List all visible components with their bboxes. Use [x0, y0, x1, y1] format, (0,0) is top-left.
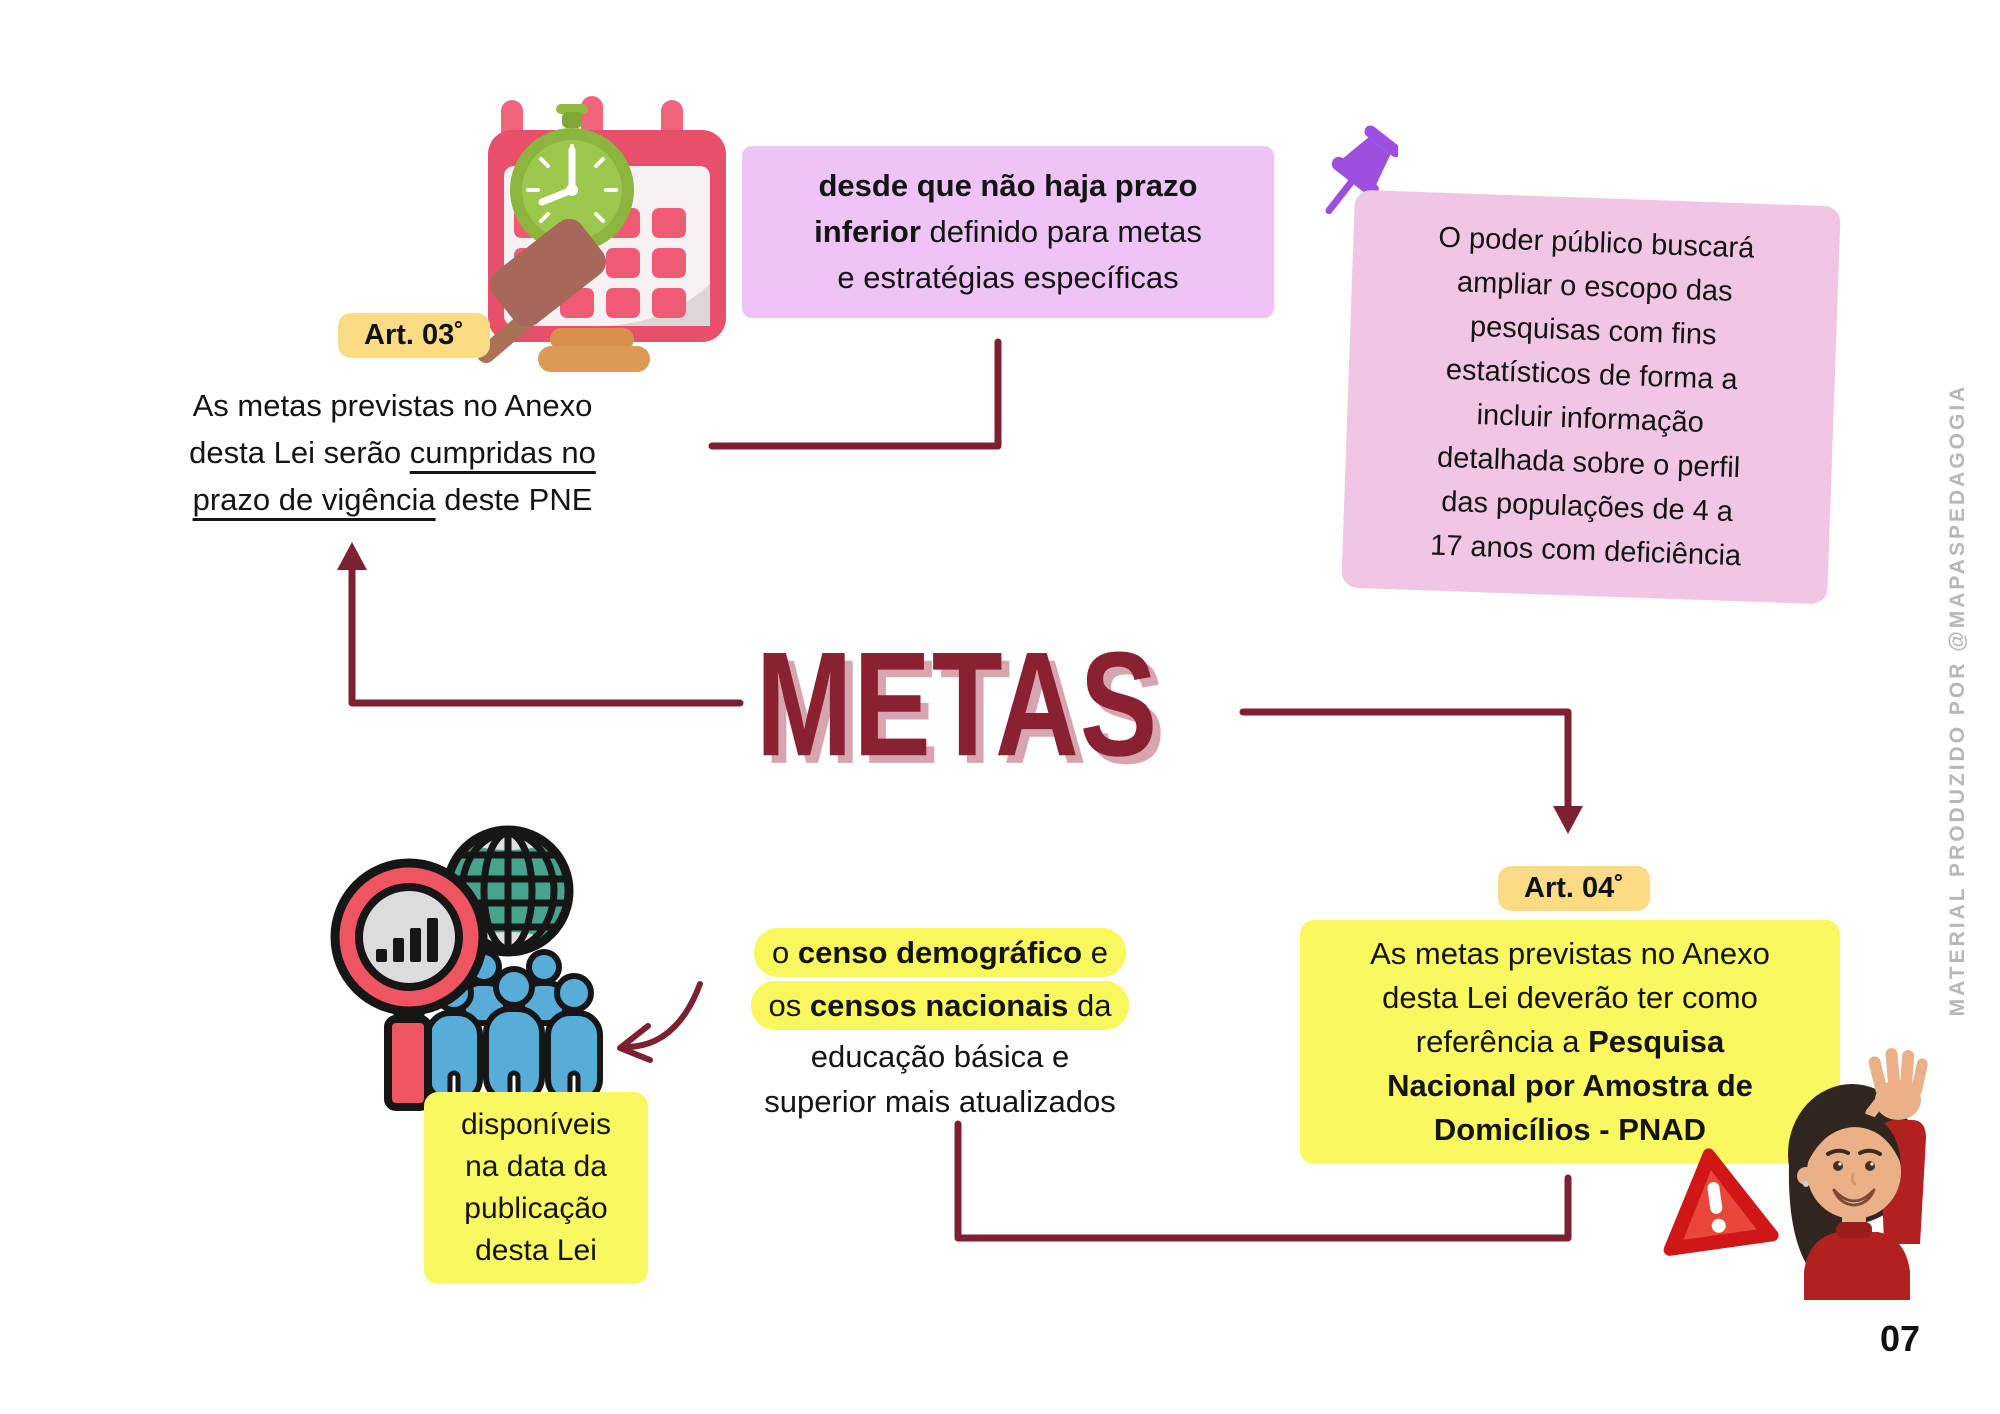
text-line: desta Lei deverão ter como: [1382, 980, 1758, 1015]
art04-box: As metas previstas no Anexo desta Lei de…: [1300, 920, 1840, 1164]
pushpin-icon: [1325, 125, 1398, 215]
text-line: publicação: [464, 1192, 608, 1225]
text-line: educação básica e: [810, 1039, 1070, 1074]
connector-art03-to-deadline: [708, 338, 1002, 450]
art04-badge: Art. 04˚: [1498, 866, 1650, 911]
memoji-raised-hand: [1788, 1048, 1928, 1300]
text-line: disponíveis: [460, 1108, 612, 1141]
art03-badge-label: Art. 03˚: [364, 319, 464, 351]
underlined-text: prazo de vigência: [192, 482, 436, 517]
highlight-pill: o censo demográfico e: [754, 928, 1126, 977]
text-line: e estratégias específicas: [837, 260, 1179, 295]
research-icons: [330, 825, 603, 1111]
gavel-icon: [477, 218, 650, 372]
watermark-credit: MATERIAL PRODUZIDO POR @MAPASPEDAGOGIA: [1946, 383, 1969, 1017]
text-line: desta Lei serão cumpridas no: [189, 435, 596, 470]
art03-paragraph: As metas previstas no Anexo desta Lei se…: [135, 382, 650, 523]
page-title-text: METAS: [755, 620, 1159, 787]
census-text: o censo demográfico e os censos nacionai…: [700, 928, 1180, 1124]
arrowhead-up: [337, 542, 367, 570]
available-box: disponíveis na data da publicação desta …: [424, 1092, 648, 1284]
curved-arrow-head: [617, 1023, 653, 1063]
text-line: os censos nacionais da: [700, 981, 1180, 1034]
highlight-pill: os censos nacionais da: [750, 981, 1130, 1030]
text-line: desta Lei: [475, 1234, 597, 1267]
curved-arrow-icon: [621, 981, 703, 1051]
text-line: desde que não haja prazo: [818, 168, 1198, 203]
text-line: As metas previstas no Anexo: [192, 388, 593, 423]
art03-badge: Art. 03˚: [338, 313, 490, 358]
text-line: o censo demográfico e: [700, 928, 1180, 981]
underlined-text: cumpridas no: [409, 435, 596, 470]
text-line: referência a Pesquisa: [1415, 1024, 1725, 1059]
magnifier-chart-icon: [330, 858, 488, 1111]
text-line: superior mais atualizados: [764, 1084, 1116, 1119]
text-line: prazo de vigência deste PNE: [192, 482, 593, 517]
deadline-note-box: desde que não haja prazo inferior defini…: [742, 146, 1274, 318]
text-line: Nacional por Amostra de: [1387, 1068, 1753, 1103]
text-line: inferior definido para metas: [814, 214, 1202, 249]
text-line: na data da: [465, 1150, 607, 1183]
research-note-box: O poder público buscará ampliar o escopo…: [1341, 189, 1841, 605]
clock-icon: [510, 104, 634, 252]
connector-title-to-art04: [1239, 708, 1572, 814]
warning-icon: [1663, 1148, 1779, 1256]
page-title: METAS: [742, 616, 1172, 791]
text-line: As metas previstas no Anexo: [1370, 936, 1770, 971]
art04-badge-label: Art. 04˚: [1524, 872, 1624, 904]
connector-title-to-art03: [348, 560, 744, 707]
calendar-clock-gavel-icon: [477, 96, 726, 372]
page-number: 07: [1880, 1318, 1921, 1359]
text-line: Domicílios - PNAD: [1433, 1112, 1707, 1147]
arrowhead-down: [1553, 806, 1583, 834]
connector-census-to-art04: [954, 1120, 1572, 1242]
